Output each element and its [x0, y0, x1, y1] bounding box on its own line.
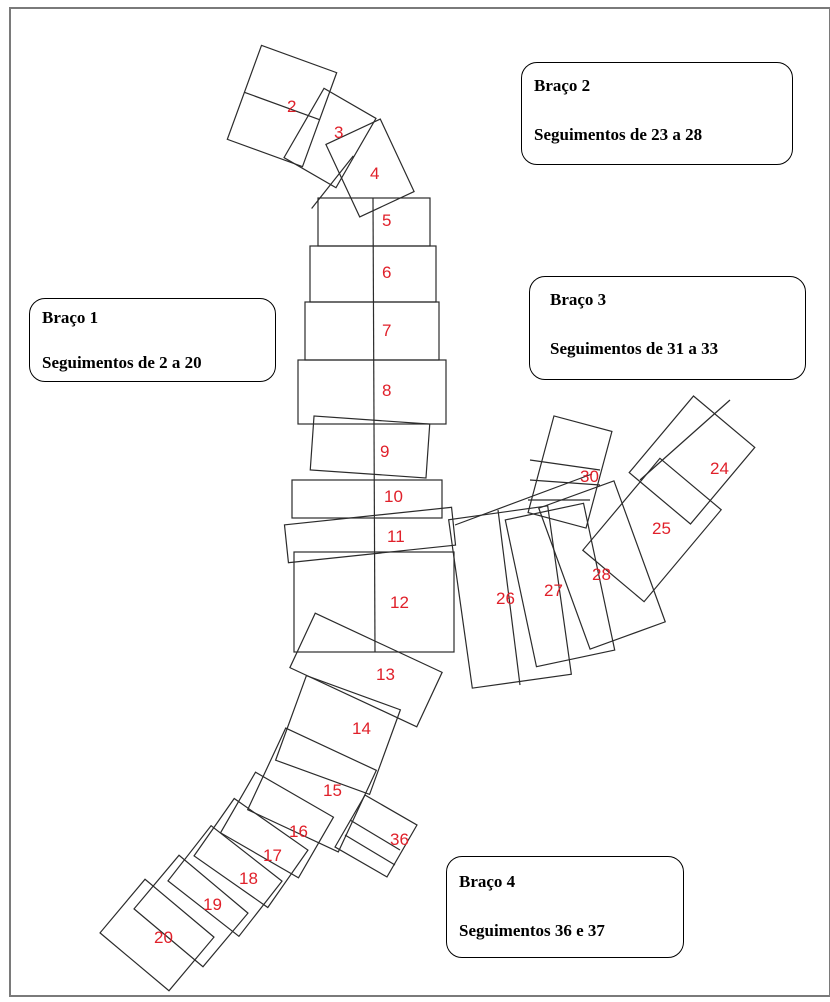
segment-label-27: 27 [544, 581, 563, 600]
segment-box-4 [290, 119, 414, 234]
segment-label-4: 4 [370, 164, 379, 183]
segment-box-17 [194, 799, 308, 908]
segment-label-24: 24 [710, 459, 729, 478]
callout-desc: Seguimentos de 2 a 20 [42, 354, 263, 371]
segment-label-26: 26 [496, 589, 515, 608]
segment-label-19: 19 [203, 895, 222, 914]
segment-box-8 [298, 360, 446, 424]
segment-label-30: 30 [580, 467, 599, 486]
column-spine [373, 198, 375, 652]
segment-label-3: 3 [334, 123, 343, 142]
segment-box-3 [284, 88, 376, 187]
callout-title: Braço 1 [42, 309, 263, 326]
callout-braco-2: Braço 2 Seguimentos de 23 a 28 [521, 62, 793, 165]
callout-braco-1: Braço 1 Seguimentos de 2 a 20 [29, 298, 276, 382]
callout-title: Braço 3 [550, 291, 793, 308]
segment-box-19 [134, 855, 248, 966]
segment-box-30 [528, 416, 612, 528]
segment-box-7 [305, 302, 439, 360]
segment-box-2 [227, 45, 336, 166]
segment-label-11: 11 [387, 527, 405, 546]
callout-title: Braço 4 [459, 873, 671, 890]
segment-label-16: 16 [289, 822, 308, 841]
segment-box-18 [168, 826, 282, 937]
callout-desc: Seguimentos de 31 a 33 [550, 340, 793, 357]
segment-label-8: 8 [382, 381, 391, 400]
callout-braco-4: Braço 4 Seguimentos 36 e 37 [446, 856, 684, 958]
segment-label-5: 5 [382, 211, 391, 230]
callout-title: Braço 2 [534, 77, 780, 94]
segment-label-28: 28 [592, 565, 611, 584]
callout-braco-3: Braço 3 Seguimentos de 31 a 33 [529, 276, 806, 380]
segment-box-24 [629, 396, 755, 524]
segment-label-20: 20 [154, 928, 173, 947]
segment-label-15: 15 [323, 781, 342, 800]
segment-box-10 [292, 480, 442, 518]
segment-label-7: 7 [382, 321, 391, 340]
segment-label-10: 10 [384, 487, 403, 506]
segment-box-14 [276, 676, 401, 795]
segment-label-12: 12 [390, 593, 409, 612]
callout-desc: Seguimentos de 23 a 28 [534, 126, 780, 143]
segment-label-6: 6 [382, 263, 391, 282]
segment-label-13: 13 [376, 665, 395, 684]
segment-label-9: 9 [380, 442, 389, 461]
segment-box-13 [290, 613, 442, 727]
segment-box-9 [310, 416, 429, 478]
segment-label-14: 14 [352, 719, 371, 738]
segment-box-12 [294, 552, 454, 652]
segment-label-25: 25 [652, 519, 671, 538]
segment-label-36: 36 [390, 830, 409, 849]
segment-box-5 [318, 198, 430, 246]
segment-label-2: 2 [287, 97, 296, 116]
callout-desc: Seguimentos 36 e 37 [459, 922, 671, 939]
segment-label-18: 18 [239, 869, 258, 888]
segment-label-17: 17 [263, 846, 282, 865]
segment-box-11 [284, 507, 455, 562]
